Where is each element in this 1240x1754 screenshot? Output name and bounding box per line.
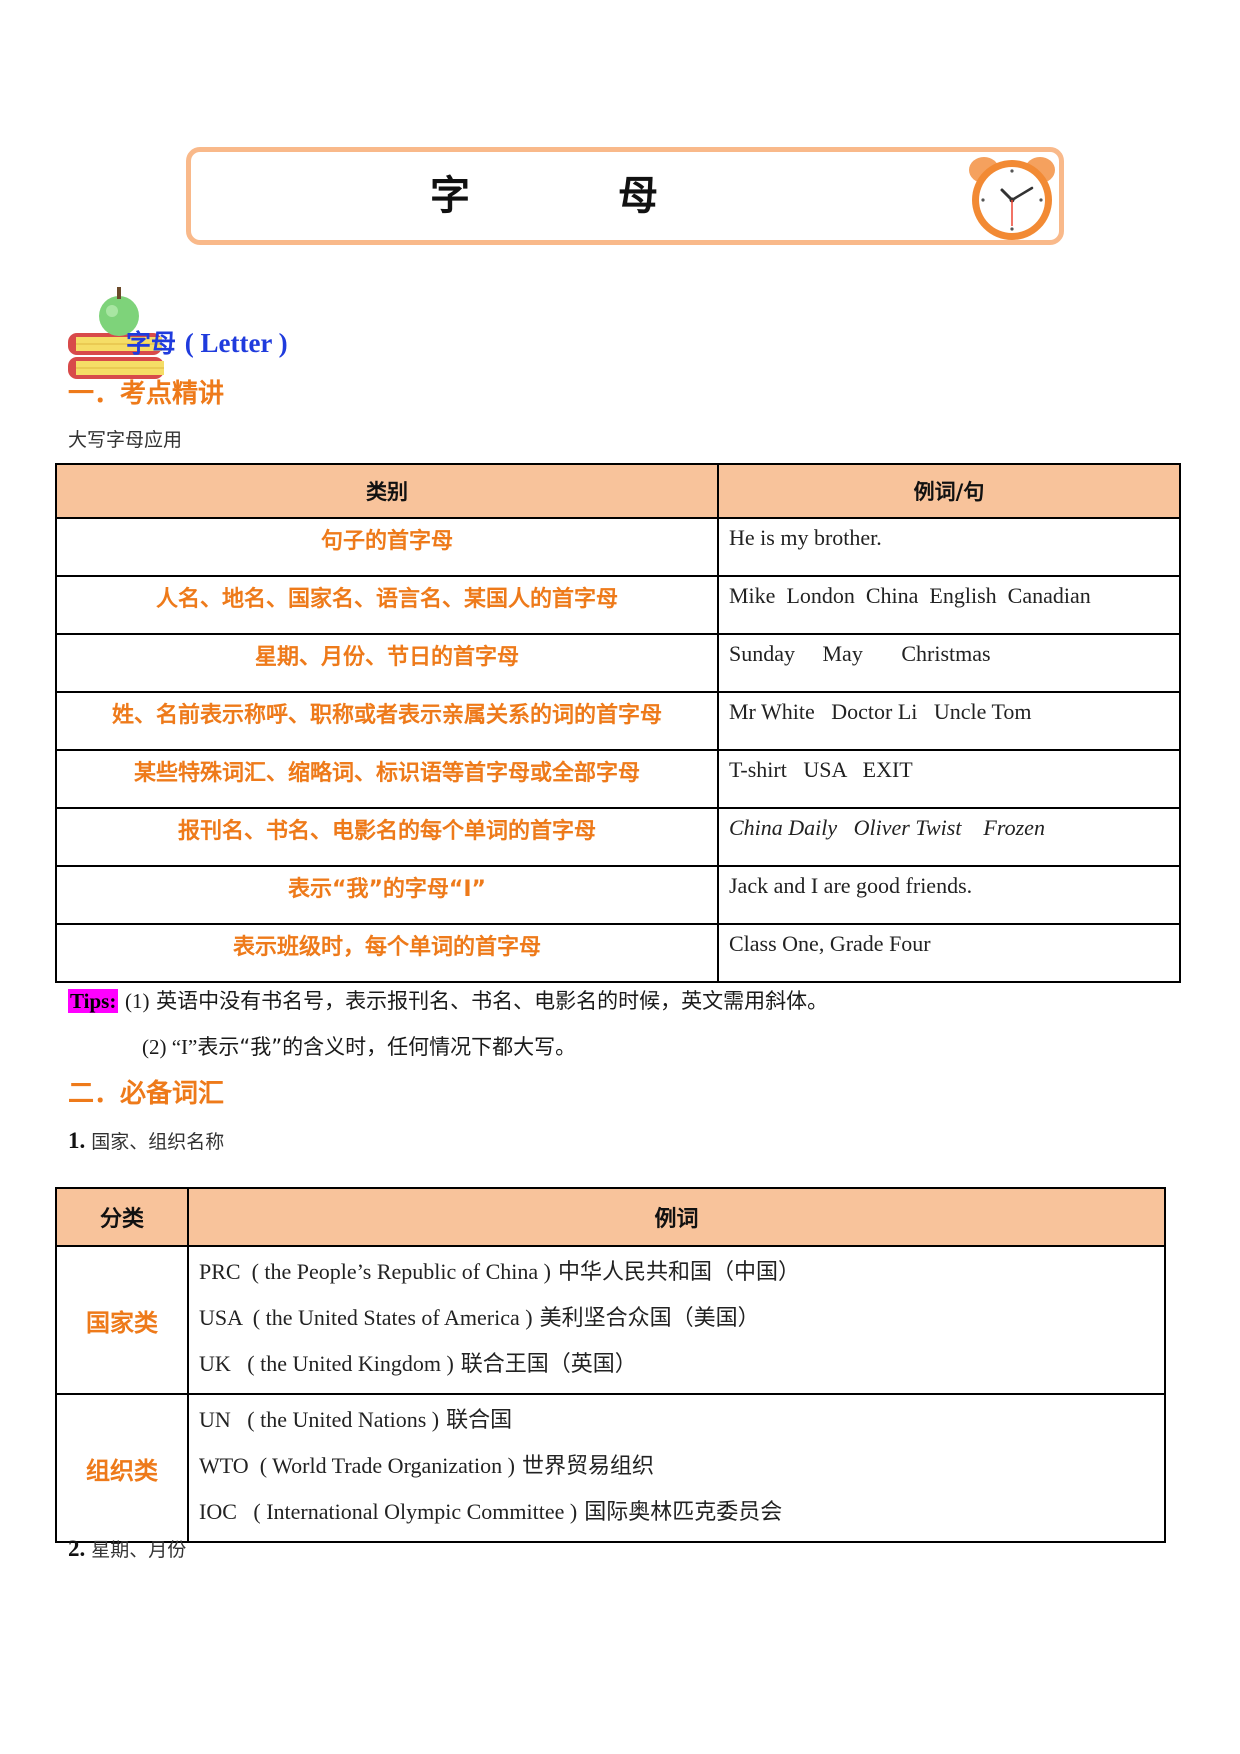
subsection-label: 星期、月份: [85, 1539, 187, 1561]
category-cell: 人名、地名、国家名、语言名、某国人的首字母: [55, 575, 719, 635]
lesson-title-cn: 字母: [126, 329, 177, 358]
vocab-item-english: WTO ( World Trade Organization ): [199, 1453, 515, 1478]
section-heading: 二．必备词汇: [68, 1079, 225, 1109]
vocab-item: UN ( the United Nations ) 联合国: [199, 1397, 1154, 1443]
category-cell: 报刊名、书名、电影名的每个单词的首字母: [55, 807, 719, 867]
category-cell: 表示“我”的字母“I”: [55, 865, 719, 925]
category-cell: 姓、名前表示称呼、职称或者表示亲属关系的词的首字母: [55, 691, 719, 751]
example-cell: Jack and I are good friends.: [717, 865, 1181, 925]
alarm-clock-icon: [969, 157, 1055, 240]
vocab-item-english: USA ( the United States of America ): [199, 1305, 533, 1330]
vocab-item-english: UK ( the United Kingdom ): [199, 1351, 454, 1376]
column-header-category: 类别: [55, 463, 719, 519]
vocab-item-english: PRC ( the People’s Republic of China ): [199, 1259, 551, 1284]
tips-line-2-number: (2) “I”: [142, 1035, 198, 1059]
group-cell: 组织类: [55, 1393, 189, 1543]
table-header-row: 类别 例词/句: [55, 463, 1181, 519]
vocab-item: UK ( the United Kingdom ) 联合王国（英国）: [199, 1341, 1154, 1387]
vocab-item-english: IOC ( International Olympic Committee ): [199, 1499, 578, 1524]
category-cell: 表示班级时，每个单词的首字母: [55, 923, 719, 983]
column-header-example: 例词/句: [717, 463, 1181, 519]
column-header-group: 分类: [55, 1187, 189, 1247]
vocab-item: PRC ( the People’s Republic of China ) 中…: [199, 1249, 1154, 1295]
vocab-item-chinese: 国际奥林匹克委员会: [577, 1500, 783, 1525]
tips-line-1-text: 英语中没有书名号，表示报刊名、书名、电影名的时候，英文需用斜体。: [149, 989, 829, 1013]
subsection-number: 1.: [68, 1128, 86, 1153]
table-caption: 大写字母应用: [68, 429, 183, 451]
category-cell: 句子的首字母: [55, 517, 719, 577]
example-cell: Class One, Grade Four: [717, 923, 1181, 983]
lesson-title-en: ( Letter ): [184, 328, 288, 358]
vocab-item-chinese: 世界贸易组织: [514, 1454, 654, 1479]
vocab-item-chinese: 美利坚合众国（美国）: [532, 1306, 760, 1331]
table-header-row: 分类 例词: [55, 1187, 1166, 1247]
vocab-item-english: UN ( the United Nations ): [199, 1407, 440, 1432]
lesson-title: 字母 ( Letter ): [126, 324, 288, 360]
example-cell: Sunday May Christmas: [717, 633, 1181, 693]
section-heading: 一．考点精讲: [68, 379, 225, 409]
tips-label: Tips:: [68, 989, 119, 1013]
items-cell: PRC ( the People’s Republic of China ) 中…: [187, 1245, 1166, 1395]
tips-line-2: (2) “I”表示“我”的含义时，任何情况下都大写。: [142, 1031, 576, 1061]
example-cell: T-shirt USA EXIT: [717, 749, 1181, 809]
category-cell: 星期、月份、节日的首字母: [55, 633, 719, 693]
vocab-item-chinese: 中华人民共和国（中国）: [550, 1260, 800, 1285]
subsection-label: 国家、组织名称: [85, 1131, 225, 1153]
tips-line-1-number: (1): [125, 989, 150, 1013]
table-row: 表示“我”的字母“I”Jack and I are good friends.: [55, 865, 1181, 925]
subsection-title: 2. 星期、月份: [68, 1535, 186, 1562]
vocab-item: IOC ( International Olympic Committee ) …: [199, 1489, 1154, 1535]
page-title: 字 母: [430, 172, 712, 219]
title-banner: [186, 147, 1064, 245]
tips-line-2-text: 表示“我”的含义时，任何情况下都大写。: [197, 1035, 577, 1059]
example-cell: He is my brother.: [717, 517, 1181, 577]
tips-line-1: Tips: (1) 英语中没有书名号，表示报刊名、书名、电影名的时候，英文需用斜…: [68, 985, 828, 1015]
books-apple-icon: [68, 287, 164, 379]
category-cell: 某些特殊词汇、缩略词、标识语等首字母或全部字母: [55, 749, 719, 809]
group-cell: 国家类: [55, 1245, 189, 1395]
subsection-number: 2.: [68, 1536, 86, 1561]
subsection-title: 1. 国家、组织名称: [68, 1127, 224, 1154]
example-cell: Mr White Doctor Li Uncle Tom: [717, 691, 1181, 751]
example-cell: China Daily Oliver Twist Frozen: [717, 807, 1181, 867]
vocab-item: WTO ( World Trade Organization ) 世界贸易组织: [199, 1443, 1154, 1489]
vocab-item: USA ( the United States of America ) 美利坚…: [199, 1295, 1154, 1341]
column-header-words: 例词: [187, 1187, 1166, 1247]
vocab-item-chinese: 联合王国（英国）: [453, 1352, 637, 1377]
vocab-item-chinese: 联合国: [439, 1408, 513, 1433]
example-cell: Mike London China English Canadian: [717, 575, 1181, 635]
